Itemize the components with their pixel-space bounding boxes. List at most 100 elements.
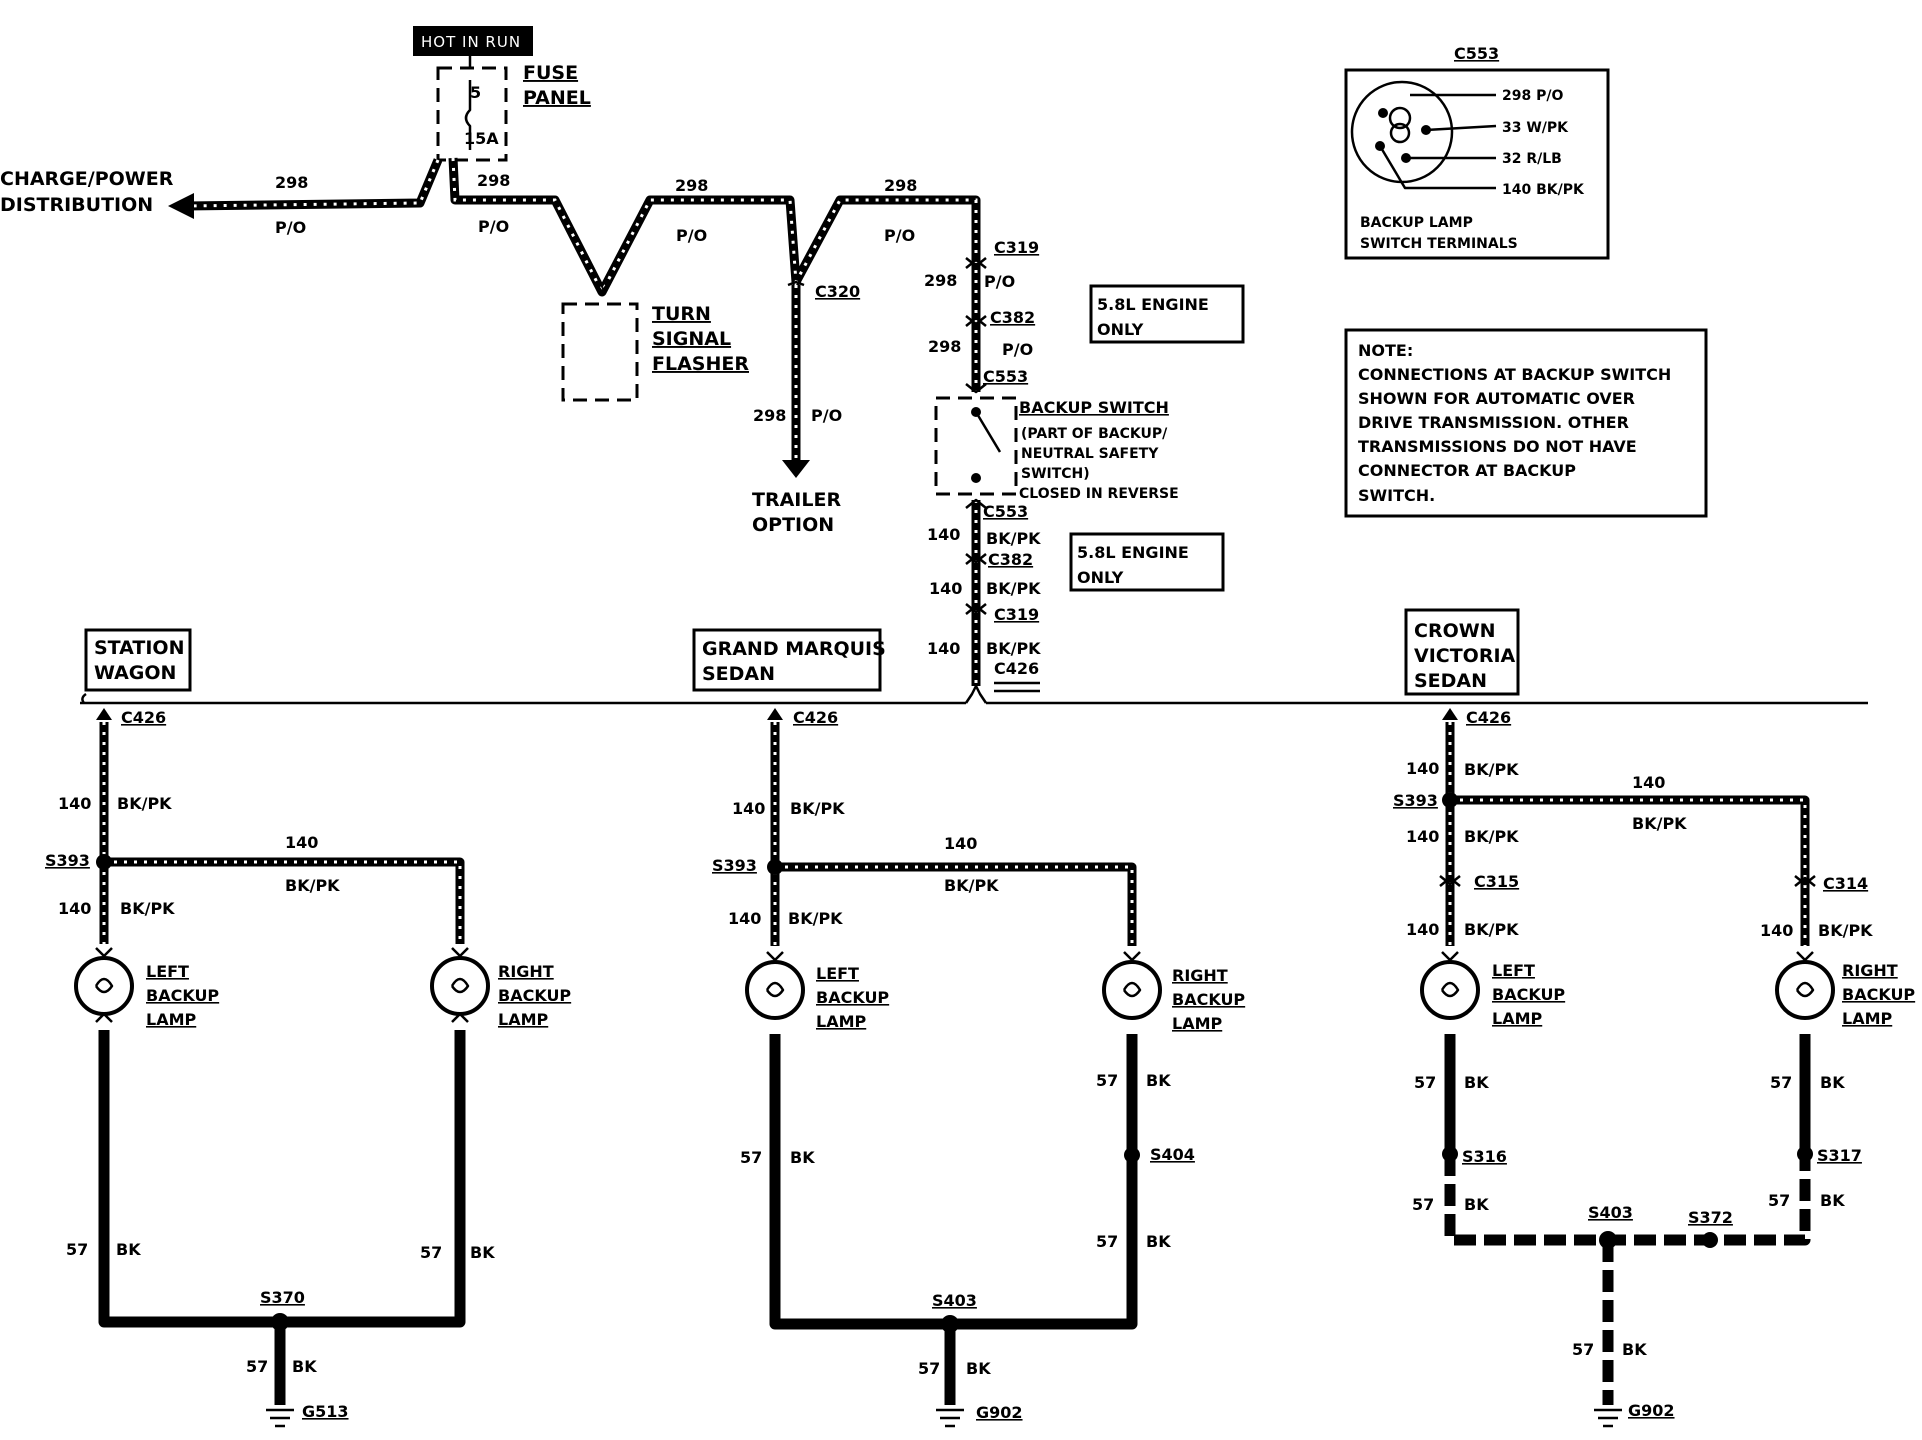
right-lamp-label-3: LAMP bbox=[498, 1010, 549, 1029]
wire-color: BK bbox=[1464, 1073, 1489, 1092]
c315-label: C315 bbox=[1474, 872, 1519, 891]
wire-color: BK/PK bbox=[120, 899, 175, 918]
crown-victoria-text-2: VICTORIA bbox=[1414, 645, 1516, 667]
wire-number: 57 bbox=[246, 1357, 268, 1376]
wire-color: BK bbox=[1622, 1340, 1647, 1359]
c553-inset-title: C553 bbox=[1454, 44, 1499, 63]
note-line-2: CONNECTIONS AT BACKUP SWITCH bbox=[1358, 365, 1671, 384]
station-wagon-label: STATION WAGON bbox=[84, 628, 192, 692]
wire-number: 57 bbox=[740, 1148, 762, 1167]
s393-label: S393 bbox=[1393, 791, 1438, 810]
c553-connector-icon bbox=[965, 383, 987, 394]
s317-label: S317 bbox=[1817, 1146, 1862, 1165]
ground-icon bbox=[266, 1408, 294, 1428]
wire-number: 57 bbox=[1770, 1073, 1792, 1092]
left-lamp-label-2: BACKUP bbox=[1492, 985, 1565, 1004]
wire-number: 140 bbox=[285, 833, 318, 852]
wire-color: BK bbox=[1146, 1232, 1171, 1251]
fuse-panel-label-1: FUSE bbox=[523, 62, 578, 84]
wire-color: BK bbox=[1820, 1191, 1845, 1210]
charge-power-label-2: DISTRIBUTION bbox=[0, 194, 153, 216]
right-backup-lamp-icon bbox=[1102, 960, 1162, 1020]
arrow-left-icon bbox=[168, 193, 194, 219]
fuse-panel-label-2: PANEL bbox=[523, 87, 591, 109]
backup-switch-desc-4: CLOSED IN REVERSE bbox=[1019, 486, 1179, 502]
trailer-option-label-1: TRAILER bbox=[752, 489, 841, 511]
wire-color: BK bbox=[116, 1240, 141, 1259]
wire-number: 140 bbox=[929, 579, 962, 598]
splice-s404 bbox=[1124, 1147, 1140, 1163]
wire-number: 57 bbox=[1096, 1232, 1118, 1251]
wire-color: BK bbox=[1820, 1073, 1845, 1092]
c553-label: C553 bbox=[983, 367, 1028, 386]
fuse-rating: 15A bbox=[464, 129, 499, 148]
c382-connector-icon bbox=[965, 315, 987, 327]
c553-caption-1: BACKUP LAMP bbox=[1360, 215, 1473, 231]
wire-color: P/O bbox=[478, 217, 509, 236]
wire-number: 140 bbox=[732, 799, 765, 818]
s372-label: S372 bbox=[1688, 1208, 1733, 1227]
wire-color: BK/PK bbox=[986, 639, 1041, 658]
c426-label: C426 bbox=[1466, 708, 1511, 727]
backup-switch-desc-2: NEUTRAL SAFETY bbox=[1021, 446, 1159, 462]
main-298-wire: 298 P/O 298 P/O 298 P/O bbox=[448, 157, 981, 297]
backup-switch-desc-3: SWITCH) bbox=[1021, 466, 1090, 482]
left-backup-lamp-icon bbox=[74, 956, 134, 1016]
wire-color: P/O bbox=[1002, 340, 1033, 359]
wire-color: BK/PK bbox=[1464, 920, 1519, 939]
left-lamp-label-1: LEFT bbox=[146, 962, 189, 981]
note-line-7: SWITCH. bbox=[1358, 486, 1435, 505]
wire-number: 57 bbox=[1768, 1191, 1790, 1210]
backup-switch-title: BACKUP SWITCH bbox=[1019, 398, 1169, 417]
wire-number: 140 bbox=[58, 794, 91, 813]
wire-color: BK/PK bbox=[986, 529, 1041, 548]
arrow-down-icon bbox=[782, 460, 810, 478]
wire-color: BK/PK bbox=[788, 909, 843, 928]
wire-number: 140 bbox=[927, 639, 960, 658]
trailer-option-label-2: OPTION bbox=[752, 514, 834, 536]
c426-label: C426 bbox=[793, 708, 838, 727]
wire-number: 57 bbox=[1572, 1340, 1594, 1359]
wire-number: 140 bbox=[1760, 921, 1793, 940]
c553-terminal-inset: C553 298 P/O 33 W/PK 32 R/LB 140 BK/PK B… bbox=[1344, 44, 1610, 260]
wire-number: 140 bbox=[927, 525, 960, 544]
fuse-number: 5 bbox=[470, 83, 481, 102]
wire-color: BK/PK bbox=[986, 579, 1041, 598]
c319-label: C319 bbox=[994, 238, 1039, 257]
left-backup-lamp-icon bbox=[1420, 960, 1480, 1020]
right-lamp-label-1: RIGHT bbox=[1172, 966, 1228, 985]
c314-label: C314 bbox=[1823, 874, 1868, 893]
turn-signal-flasher: TURN SIGNAL FLASHER bbox=[561, 281, 749, 402]
wire-color: BK/PK bbox=[1464, 827, 1519, 846]
wire-color: BK/PK bbox=[944, 876, 999, 895]
wire-color: P/O bbox=[275, 218, 306, 237]
wire-number: 140 bbox=[58, 899, 91, 918]
c382-connector-icon bbox=[965, 553, 987, 565]
distribution-bus bbox=[80, 684, 1868, 705]
charge-power-wire: CHARGE/POWER DISTRIBUTION 298 P/O bbox=[0, 158, 443, 237]
c319-connector-icon bbox=[965, 603, 987, 615]
flasher-label-1: TURN bbox=[652, 303, 711, 325]
s393-label: S393 bbox=[45, 851, 90, 870]
wire-color: P/O bbox=[884, 226, 915, 245]
c382-label: C382 bbox=[990, 308, 1035, 327]
wire-number: 298 bbox=[675, 176, 708, 195]
c314-connector-icon bbox=[1794, 875, 1816, 887]
wire-number: 140 bbox=[1406, 827, 1439, 846]
engine-only-text: ONLY bbox=[1077, 568, 1124, 587]
note-box: NOTE: CONNECTIONS AT BACKUP SWITCH SHOWN… bbox=[1344, 328, 1708, 518]
fuse-icon bbox=[464, 80, 472, 150]
wire-color: BK/PK bbox=[285, 876, 340, 895]
wire-number: 298 bbox=[928, 337, 961, 356]
wire-color: BK bbox=[966, 1359, 991, 1378]
c320-label: C320 bbox=[815, 282, 860, 301]
c315-connector-icon bbox=[1439, 875, 1461, 887]
engine-only-text: ONLY bbox=[1097, 320, 1144, 339]
crown-victoria-label: CROWN VICTORIA SEDAN bbox=[1404, 608, 1520, 696]
splice-s393 bbox=[96, 854, 112, 870]
note-line-1: NOTE: bbox=[1358, 341, 1413, 360]
charge-power-label-1: CHARGE/POWER bbox=[0, 168, 174, 190]
wire-color: BK bbox=[1146, 1071, 1171, 1090]
c553-pin-3: 32 R/LB bbox=[1502, 151, 1562, 167]
